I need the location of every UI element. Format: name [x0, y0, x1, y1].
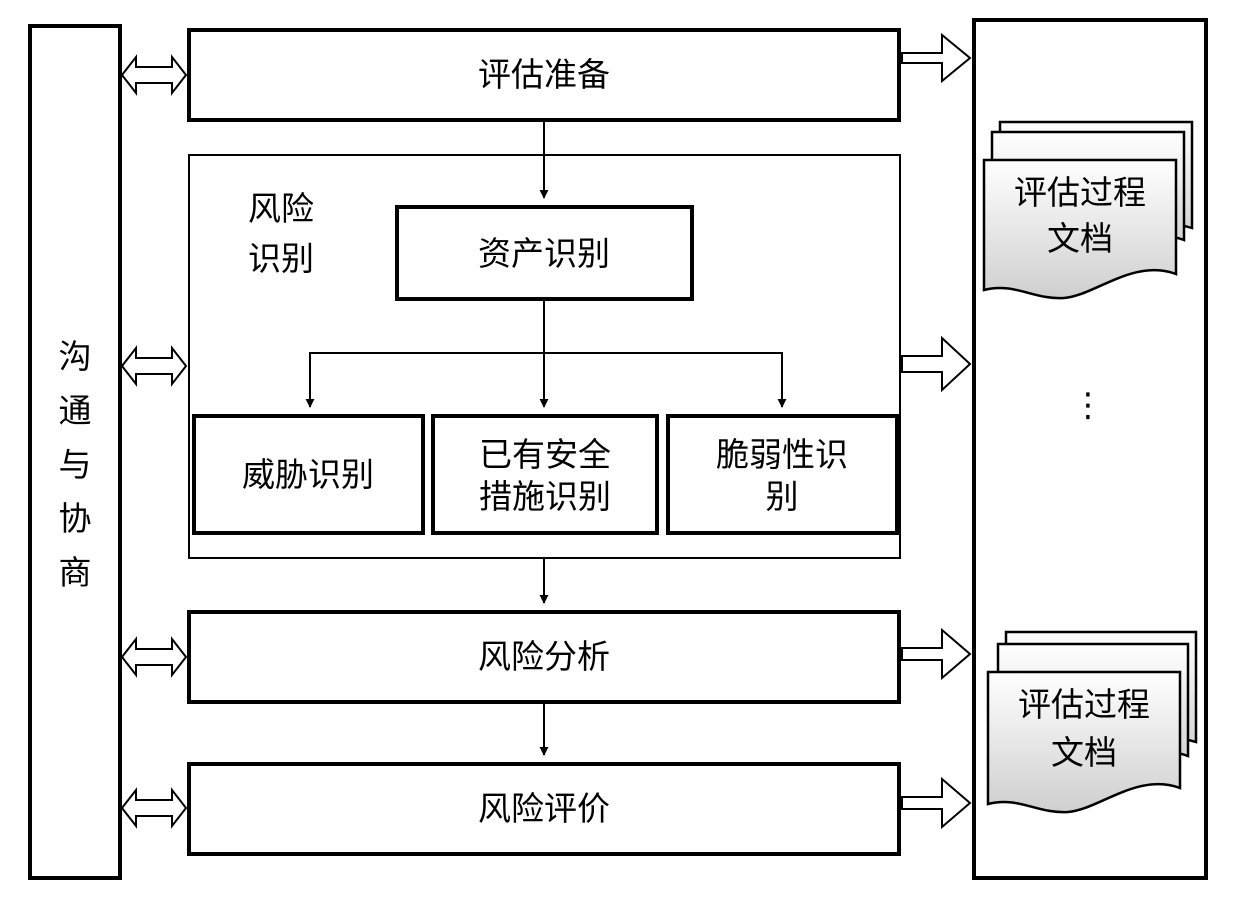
communication-column: 沟 通 与 协 商: [28, 24, 122, 880]
asset-identification-box: [395, 205, 694, 301]
evaluation-box: [187, 762, 901, 856]
documents-ellipsis: ⋮: [1072, 385, 1105, 424]
preparation-label: 评估准备: [478, 55, 610, 94]
identification-title-line-1: 风险: [248, 189, 314, 228]
double-arrow-evaluation: [120, 787, 188, 829]
vulnerability-identification-line-2: 别: [766, 477, 799, 516]
double-arrow-preparation: [120, 54, 188, 96]
communication-char-4: 协: [59, 499, 92, 538]
communication-box: [28, 24, 122, 880]
flow-connectors: [305, 122, 787, 756]
vulnerability-identification-box: [666, 414, 899, 535]
stage-identification: 风险 识别 资产识别 威胁识别 已有安全 措施识别 脆弱性识 别: [188, 154, 901, 559]
double-arrow-identification: [120, 345, 188, 387]
output-arrow-analysis: [901, 627, 972, 681]
document-top-line-1: 评估过程: [1014, 173, 1146, 212]
output-arrow-preparation: [901, 32, 972, 84]
communication-char-3: 与: [59, 445, 92, 484]
threat-identification-label: 威胁识别: [242, 455, 374, 494]
document-page-front: [986, 670, 1182, 814]
evaluation-label: 风险评价: [478, 789, 610, 828]
analysis-box: [187, 610, 901, 704]
document-stack-bottom: 评估过程 文档: [986, 630, 1198, 814]
vulnerability-identification-line-1: 脆弱性识: [716, 435, 848, 474]
identification-title-line-2: 识别: [248, 239, 314, 278]
communication-char-2: 通: [59, 391, 92, 430]
output-arrow-evaluation: [901, 776, 972, 830]
preparation-box: [187, 28, 901, 122]
asset-identification-label: 资产识别: [478, 234, 610, 273]
output-arrows: [901, 32, 972, 830]
stage-evaluation: 风险评价: [187, 762, 901, 856]
analysis-label: 风险分析: [478, 637, 610, 676]
bidirectional-arrows: [120, 54, 188, 829]
threat-identification-box: [192, 414, 425, 535]
document-bottom-line-2: 文档: [1051, 733, 1117, 772]
document-bottom-line-1: 评估过程: [1018, 685, 1150, 724]
existing-measures-box: [431, 414, 659, 535]
flow-branch-line: [309, 352, 783, 407]
communication-char-1: 沟: [59, 337, 92, 376]
stage-analysis: 风险分析: [187, 610, 901, 704]
double-arrow-analysis: [120, 636, 188, 678]
existing-measures-line-1: 已有安全: [479, 435, 611, 474]
existing-measures-line-2: 措施识别: [479, 477, 611, 516]
document-page-front: [982, 158, 1178, 300]
communication-char-5: 商: [59, 553, 92, 592]
document-stack-top: 评估过程 文档: [982, 120, 1194, 300]
document-top-line-2: 文档: [1047, 219, 1113, 258]
stage-preparation: 评估准备: [187, 28, 901, 122]
output-arrow-identification: [901, 335, 972, 393]
